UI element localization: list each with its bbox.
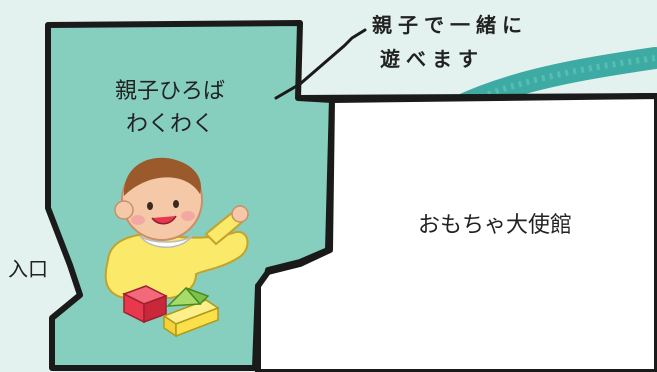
toy-embassy-room [255,93,657,372]
toy-blocks-icon [122,285,220,338]
entrance-label: 入口 [8,257,48,281]
callout-line-2: 遊べます [380,47,484,71]
baby-illustration [104,157,249,300]
toy-embassy-label: おもちゃ大使館 [418,213,572,238]
callout-line-1: 親子で一緒に [372,13,528,37]
hiroba-label-line-1: 親子ひろば [115,79,225,104]
callout-leader [274,28,367,100]
hiroba-label-line-2: わくわく [126,112,214,137]
